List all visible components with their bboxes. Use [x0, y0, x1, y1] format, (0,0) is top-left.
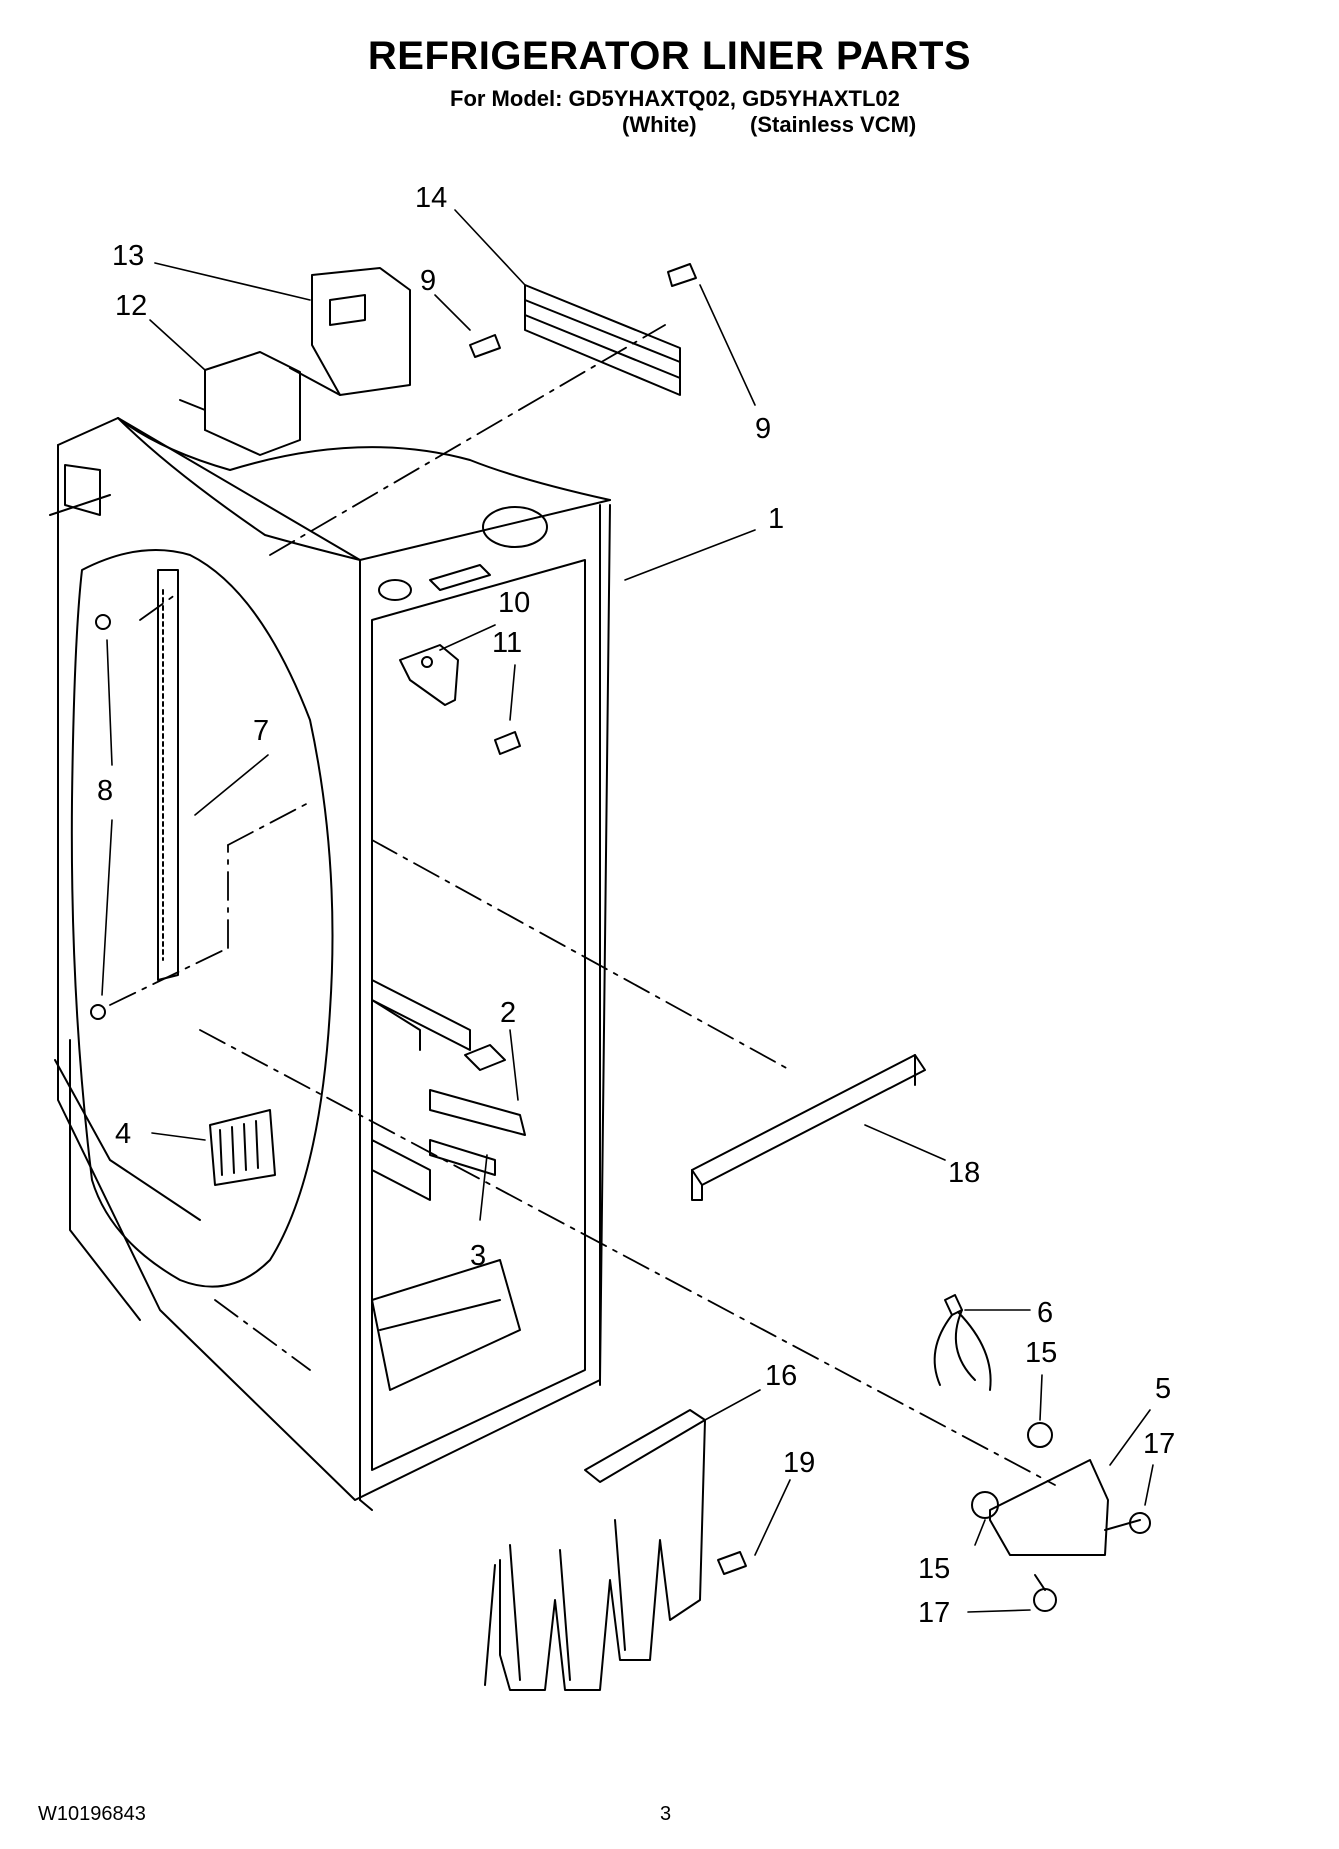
- top-strip-part: [524, 284, 681, 396]
- callout-1: 1: [768, 503, 784, 535]
- callout-labels: 14 13 9 12 9 1 10 11 7 8 2 4 18 3 6 15 1…: [97, 182, 1175, 1629]
- callout-2: 2: [500, 997, 516, 1029]
- callout-17b: 17: [918, 1597, 950, 1629]
- lower-right-parts: [933, 1294, 1151, 1612]
- page-number: 3: [660, 1803, 672, 1825]
- callout-9: 9: [420, 265, 436, 297]
- callout-9b: 9: [755, 413, 771, 445]
- callout-11: 11: [492, 627, 522, 659]
- callout-17: 17: [1143, 1428, 1175, 1460]
- callout-14: 14: [415, 182, 447, 214]
- leader-arrows: [101, 209, 1154, 1613]
- callout-12: 12: [115, 290, 147, 322]
- callout-6: 6: [1037, 1297, 1053, 1329]
- channel-part-18: [691, 1054, 926, 1201]
- callout-8: 8: [97, 775, 113, 807]
- liner-body: [49, 417, 611, 1511]
- screw-parts-9: [469, 263, 697, 755]
- callout-4: 4: [115, 1118, 131, 1150]
- callout-7: 7: [253, 715, 269, 747]
- callout-3: 3: [470, 1240, 486, 1272]
- model-line: For Model: GD5YHAXTQ02, GD5YHAXTL02: [450, 86, 900, 111]
- page-title: REFRIGERATOR LINER PARTS: [367, 34, 972, 78]
- callout-19: 19: [783, 1447, 815, 1479]
- callout-5: 5: [1155, 1373, 1171, 1405]
- callout-13: 13: [112, 240, 144, 272]
- callout-15: 15: [1025, 1337, 1057, 1369]
- variant-stainless: (Stainless VCM): [750, 112, 917, 137]
- assembly-lines: [109, 324, 1056, 1486]
- variant-white: (White): [622, 112, 697, 137]
- top-housing-parts: [179, 267, 411, 456]
- callout-10: 10: [498, 587, 530, 619]
- heater-coil-part-16: [484, 1409, 747, 1691]
- callout-15b: 15: [918, 1553, 950, 1585]
- callout-18: 18: [948, 1157, 980, 1189]
- callout-16: 16: [765, 1360, 797, 1392]
- document-number: W10196843: [38, 1803, 146, 1825]
